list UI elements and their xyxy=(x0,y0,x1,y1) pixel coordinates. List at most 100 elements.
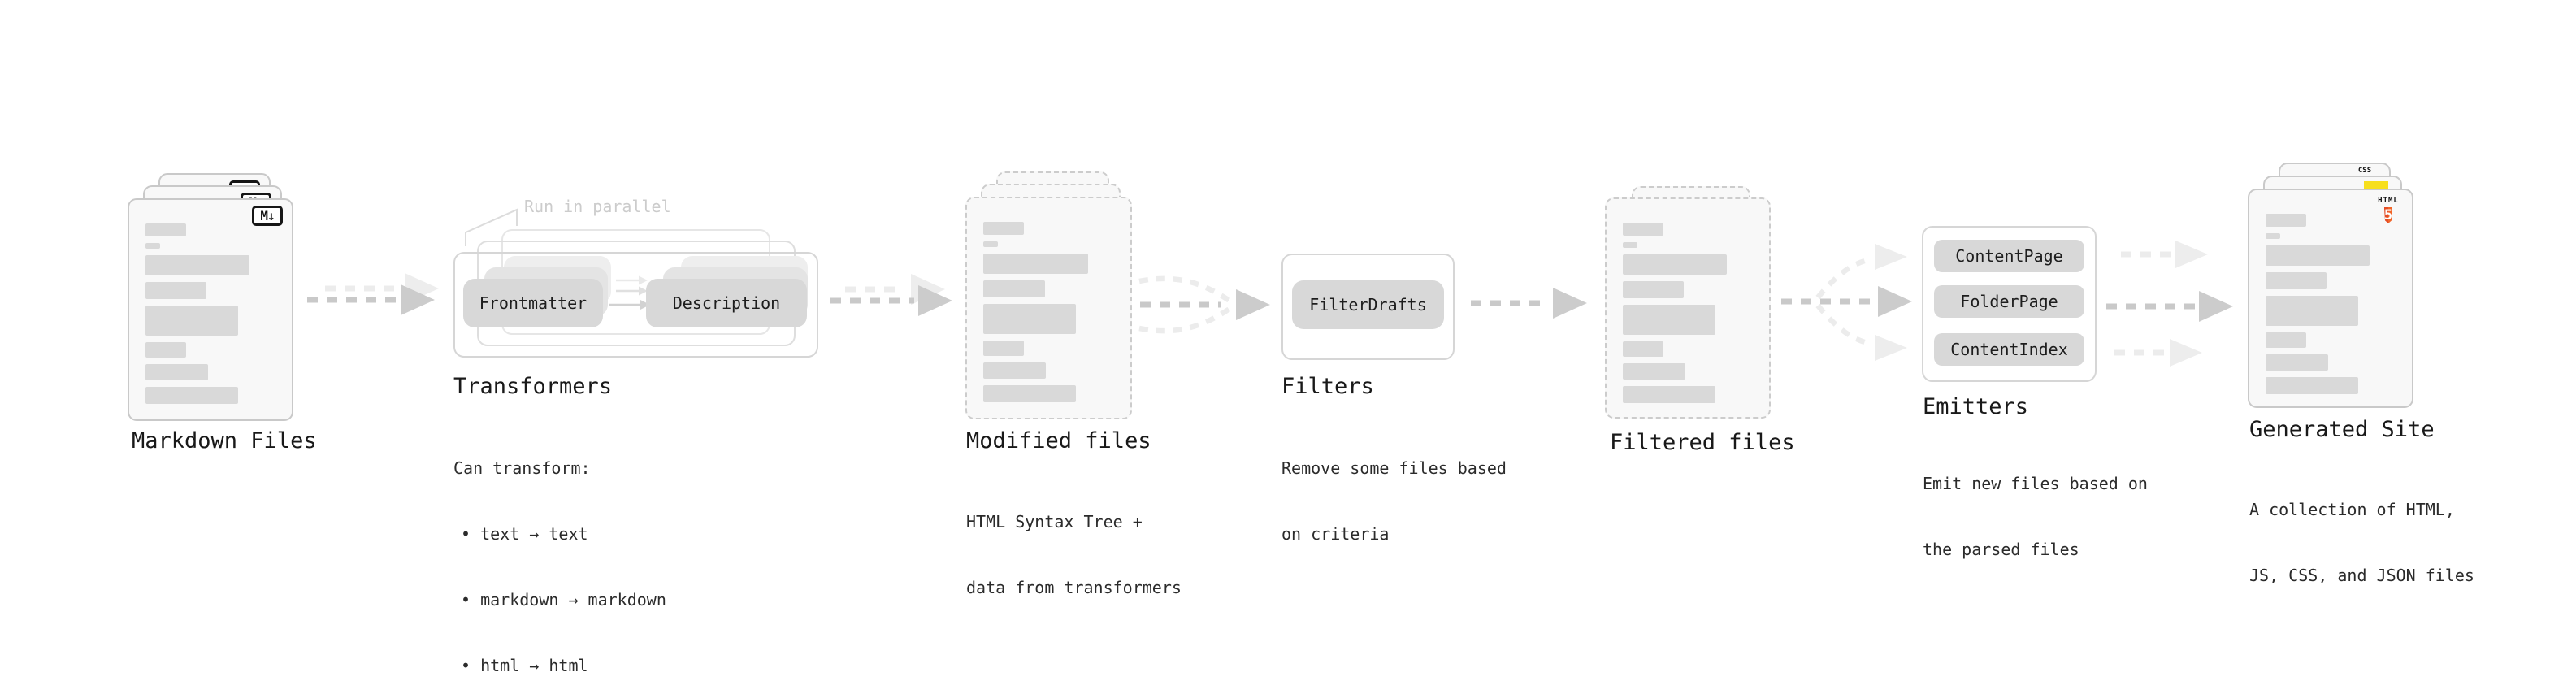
filters-title: Filters xyxy=(1281,374,1374,399)
arrowhead xyxy=(1875,335,1907,361)
placeholder-bar xyxy=(145,387,238,404)
placeholder-bar xyxy=(983,362,1047,379)
document-content-placeholder xyxy=(983,222,1114,402)
filtered-files-stack xyxy=(1605,186,1771,420)
placeholder-bar xyxy=(1623,363,1685,380)
arrowhead xyxy=(1878,286,1912,317)
html5-icon: HTML 5 xyxy=(2374,197,2403,226)
placeholder-bar xyxy=(2266,214,2306,227)
arrowhead xyxy=(918,285,952,316)
document-content-placeholder xyxy=(1623,223,1753,403)
generated-file-card-html: HTML 5 xyxy=(2248,189,2413,408)
arrowhead xyxy=(2199,291,2233,322)
frontmatter-pill: Frontmatter xyxy=(463,279,603,327)
arrow-filters-to-filtered xyxy=(1471,288,1587,319)
arrow-emitters-to-generated xyxy=(2106,241,2233,367)
placeholder-bar xyxy=(983,340,1024,356)
merge-curve-bottom xyxy=(1138,306,1231,334)
filters-desc-line: on criteria xyxy=(1281,524,1390,544)
placeholder-bar xyxy=(983,385,1077,402)
filters-description: Remove some files based on criteria xyxy=(1281,414,1507,589)
arrowhead xyxy=(405,273,439,304)
modified-files-title: Modified files xyxy=(966,428,1151,453)
arrowhead xyxy=(2175,241,2208,268)
placeholder-bar xyxy=(983,254,1088,274)
markdown-file-card-front: M↓ xyxy=(128,198,293,421)
transform-bullet: • text → text xyxy=(461,524,588,544)
emitters-description: Emit new files based on the parsed files xyxy=(1923,429,2148,605)
markdown-files-stack: M↓ M↓ M↓ xyxy=(128,173,293,421)
placeholder-bar xyxy=(2266,354,2328,371)
filters-desc-line: Remove some files based xyxy=(1281,458,1507,478)
emitters-desc-line: the parsed files xyxy=(1923,540,2079,559)
placeholder-bar xyxy=(145,306,238,336)
split-curve-top xyxy=(1815,256,1871,300)
run-in-parallel-annotation: Run in parallel xyxy=(524,197,671,216)
modified-files-stack xyxy=(965,171,1132,419)
placeholder-bar xyxy=(1623,341,1663,357)
arrow-filtered-to-emitters xyxy=(1781,244,1912,361)
placeholder-bar xyxy=(983,222,1024,235)
html5-icon-shield: 5 xyxy=(2383,207,2393,223)
arrowhead xyxy=(1553,288,1587,319)
split-curve-bottom xyxy=(1815,303,1871,347)
document-content-placeholder xyxy=(2266,214,2396,394)
generated-site-title: Generated Site xyxy=(2249,417,2435,442)
markdown-icon: M↓ xyxy=(252,206,283,226)
contentindex-pill: ContentIndex xyxy=(1934,333,2084,366)
filterdrafts-pill: FilterDrafts xyxy=(1292,280,1444,329)
transformers-title: Transformers xyxy=(453,374,613,399)
placeholder-bar xyxy=(983,280,1045,297)
placeholder-bar xyxy=(1623,281,1685,298)
filtered-files-title: Filtered files xyxy=(1610,430,1795,455)
placeholder-bar xyxy=(145,342,186,358)
modified-files-description: HTML Syntax Tree + data from transformer… xyxy=(966,467,1182,643)
contentpage-pill: ContentPage xyxy=(1934,240,2084,272)
placeholder-bar xyxy=(1623,223,1663,236)
transform-bullet: • markdown → markdown xyxy=(461,590,666,609)
generated-site-desc-line: A collection of HTML, xyxy=(2249,500,2455,519)
placeholder-bar xyxy=(145,364,208,380)
placeholder-bar xyxy=(1623,242,1637,248)
placeholder-bar xyxy=(1623,254,1727,275)
placeholder-bar xyxy=(2266,332,2306,348)
modified-file-card-front xyxy=(965,197,1132,419)
description-pill: Description xyxy=(646,279,807,327)
merge-curve-top xyxy=(1138,275,1231,303)
transform-bullet: • html → html xyxy=(461,656,588,675)
modified-files-desc-line: data from transformers xyxy=(966,578,1182,597)
placeholder-bar xyxy=(983,304,1077,334)
placeholder-bar xyxy=(145,255,249,275)
placeholder-bar xyxy=(1623,386,1715,403)
placeholder-bar xyxy=(2266,233,2280,239)
arrowhead xyxy=(401,284,435,315)
arrow-transformers-to-modified xyxy=(830,274,952,316)
transformers-desc-heading: Can transform: xyxy=(453,458,591,478)
emitters-title: Emitters xyxy=(1923,394,2029,419)
generated-site-description: A collection of HTML, JS, CSS, and JSON … xyxy=(2249,455,2474,631)
emitters-desc-line: Emit new files based on xyxy=(1923,474,2148,493)
arrowhead xyxy=(2170,339,2202,367)
placeholder-bar xyxy=(2266,296,2358,326)
placeholder-bar xyxy=(145,243,160,249)
arrowhead xyxy=(911,274,945,305)
css-icon-label: CSS xyxy=(2357,167,2372,175)
filtered-file-card-front xyxy=(1605,197,1771,419)
placeholder-bar xyxy=(2266,245,2370,266)
generated-site-desc-line: JS, CSS, and JSON files xyxy=(2249,566,2474,585)
arrow-markdown-to-transformers xyxy=(307,273,439,315)
modified-files-desc-line: HTML Syntax Tree + xyxy=(966,512,1143,531)
markdown-files-title: Markdown Files xyxy=(132,428,317,453)
placeholder-bar xyxy=(983,241,998,247)
transformers-description: Can transform: • text → text • markdown … xyxy=(453,414,666,681)
folderpage-pill: FolderPage xyxy=(1934,285,2084,318)
placeholder-bar xyxy=(1623,305,1715,335)
placeholder-bar xyxy=(2266,272,2327,289)
placeholder-bar xyxy=(145,282,207,299)
transformer-container-front xyxy=(453,252,818,358)
placeholder-bar xyxy=(145,223,186,236)
arrowhead xyxy=(1875,244,1907,270)
arrowhead xyxy=(1236,289,1270,320)
generated-site-stack: CSS HTML 5 xyxy=(2248,163,2413,408)
css-icon: CSS xyxy=(2353,167,2377,175)
